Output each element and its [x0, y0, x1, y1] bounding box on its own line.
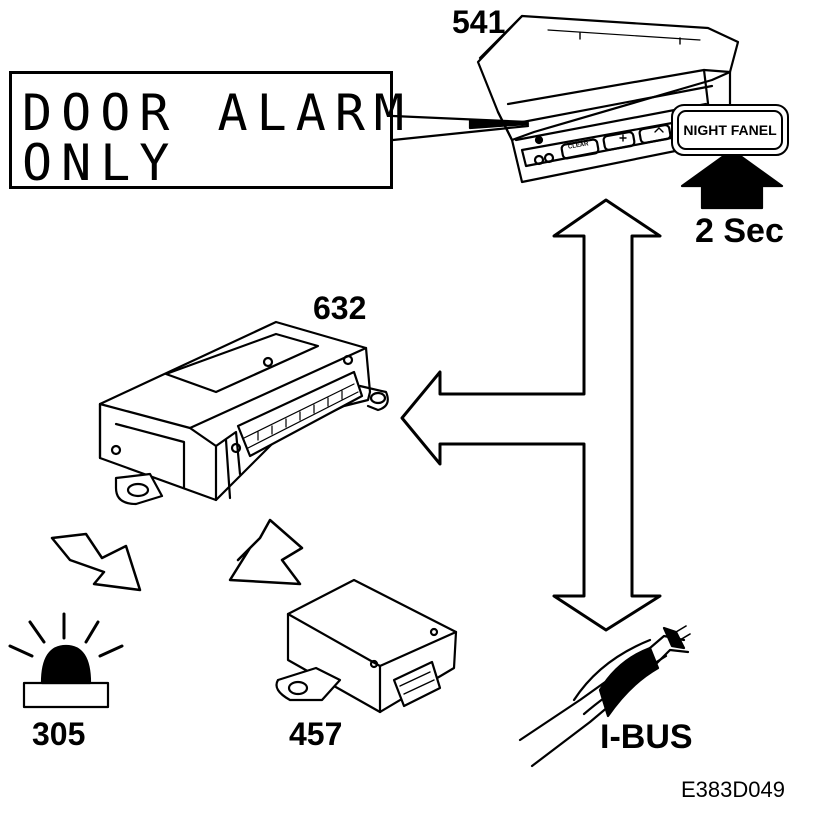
bus-double-arrow-icon — [400, 198, 662, 632]
label-457: 457 — [289, 716, 343, 752]
siren-module-457 — [275, 578, 458, 714]
label-ibus: I-BUS — [600, 718, 693, 756]
output-arrow-457-icon — [228, 518, 304, 586]
label-632: 632 — [313, 290, 367, 326]
display-line-2: ONLY — [22, 134, 179, 192]
instrument-cluster-541 — [476, 14, 740, 184]
night-panel-button-label: NIGHT FANEL — [677, 110, 783, 150]
night-panel-button[interactable]: NIGHT FANEL — [671, 104, 789, 156]
clear-button — [560, 138, 600, 160]
label-541: 541 — [452, 4, 506, 40]
display-line-1: DOOR ALARM — [22, 84, 414, 142]
ibus-cable-icon — [518, 625, 691, 768]
press-arrow-icon — [680, 148, 784, 210]
display-leader — [391, 114, 530, 142]
hold-time-label: 2 Sec — [695, 212, 784, 250]
alarm-lamp-305 — [8, 612, 124, 709]
indicator-led — [533, 154, 545, 166]
output-arrow-305-icon — [50, 532, 142, 592]
label-305: 305 — [32, 716, 86, 752]
down-button — [602, 131, 636, 151]
control-module-632 — [98, 320, 389, 506]
figure-id: E383D049 — [681, 777, 785, 802]
lcd-display: DOOR ALARM ONLY — [9, 71, 404, 192]
indicator-led — [543, 152, 555, 164]
up-button — [638, 124, 672, 144]
